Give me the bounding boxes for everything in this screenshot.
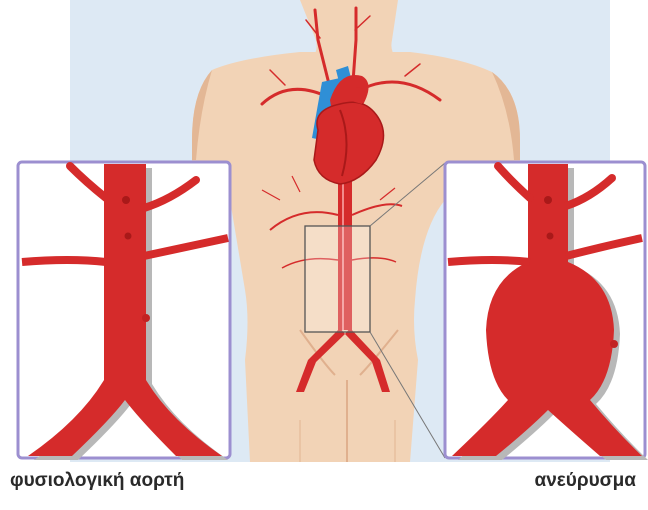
aneurysm-inset — [445, 162, 648, 460]
normal-aorta-inset — [18, 162, 230, 460]
aneurysm-label: ανεύρυσμα — [535, 470, 636, 492]
normal-aorta-label: φυσιολογική αορτή — [10, 470, 184, 492]
zoom-box — [305, 226, 370, 332]
